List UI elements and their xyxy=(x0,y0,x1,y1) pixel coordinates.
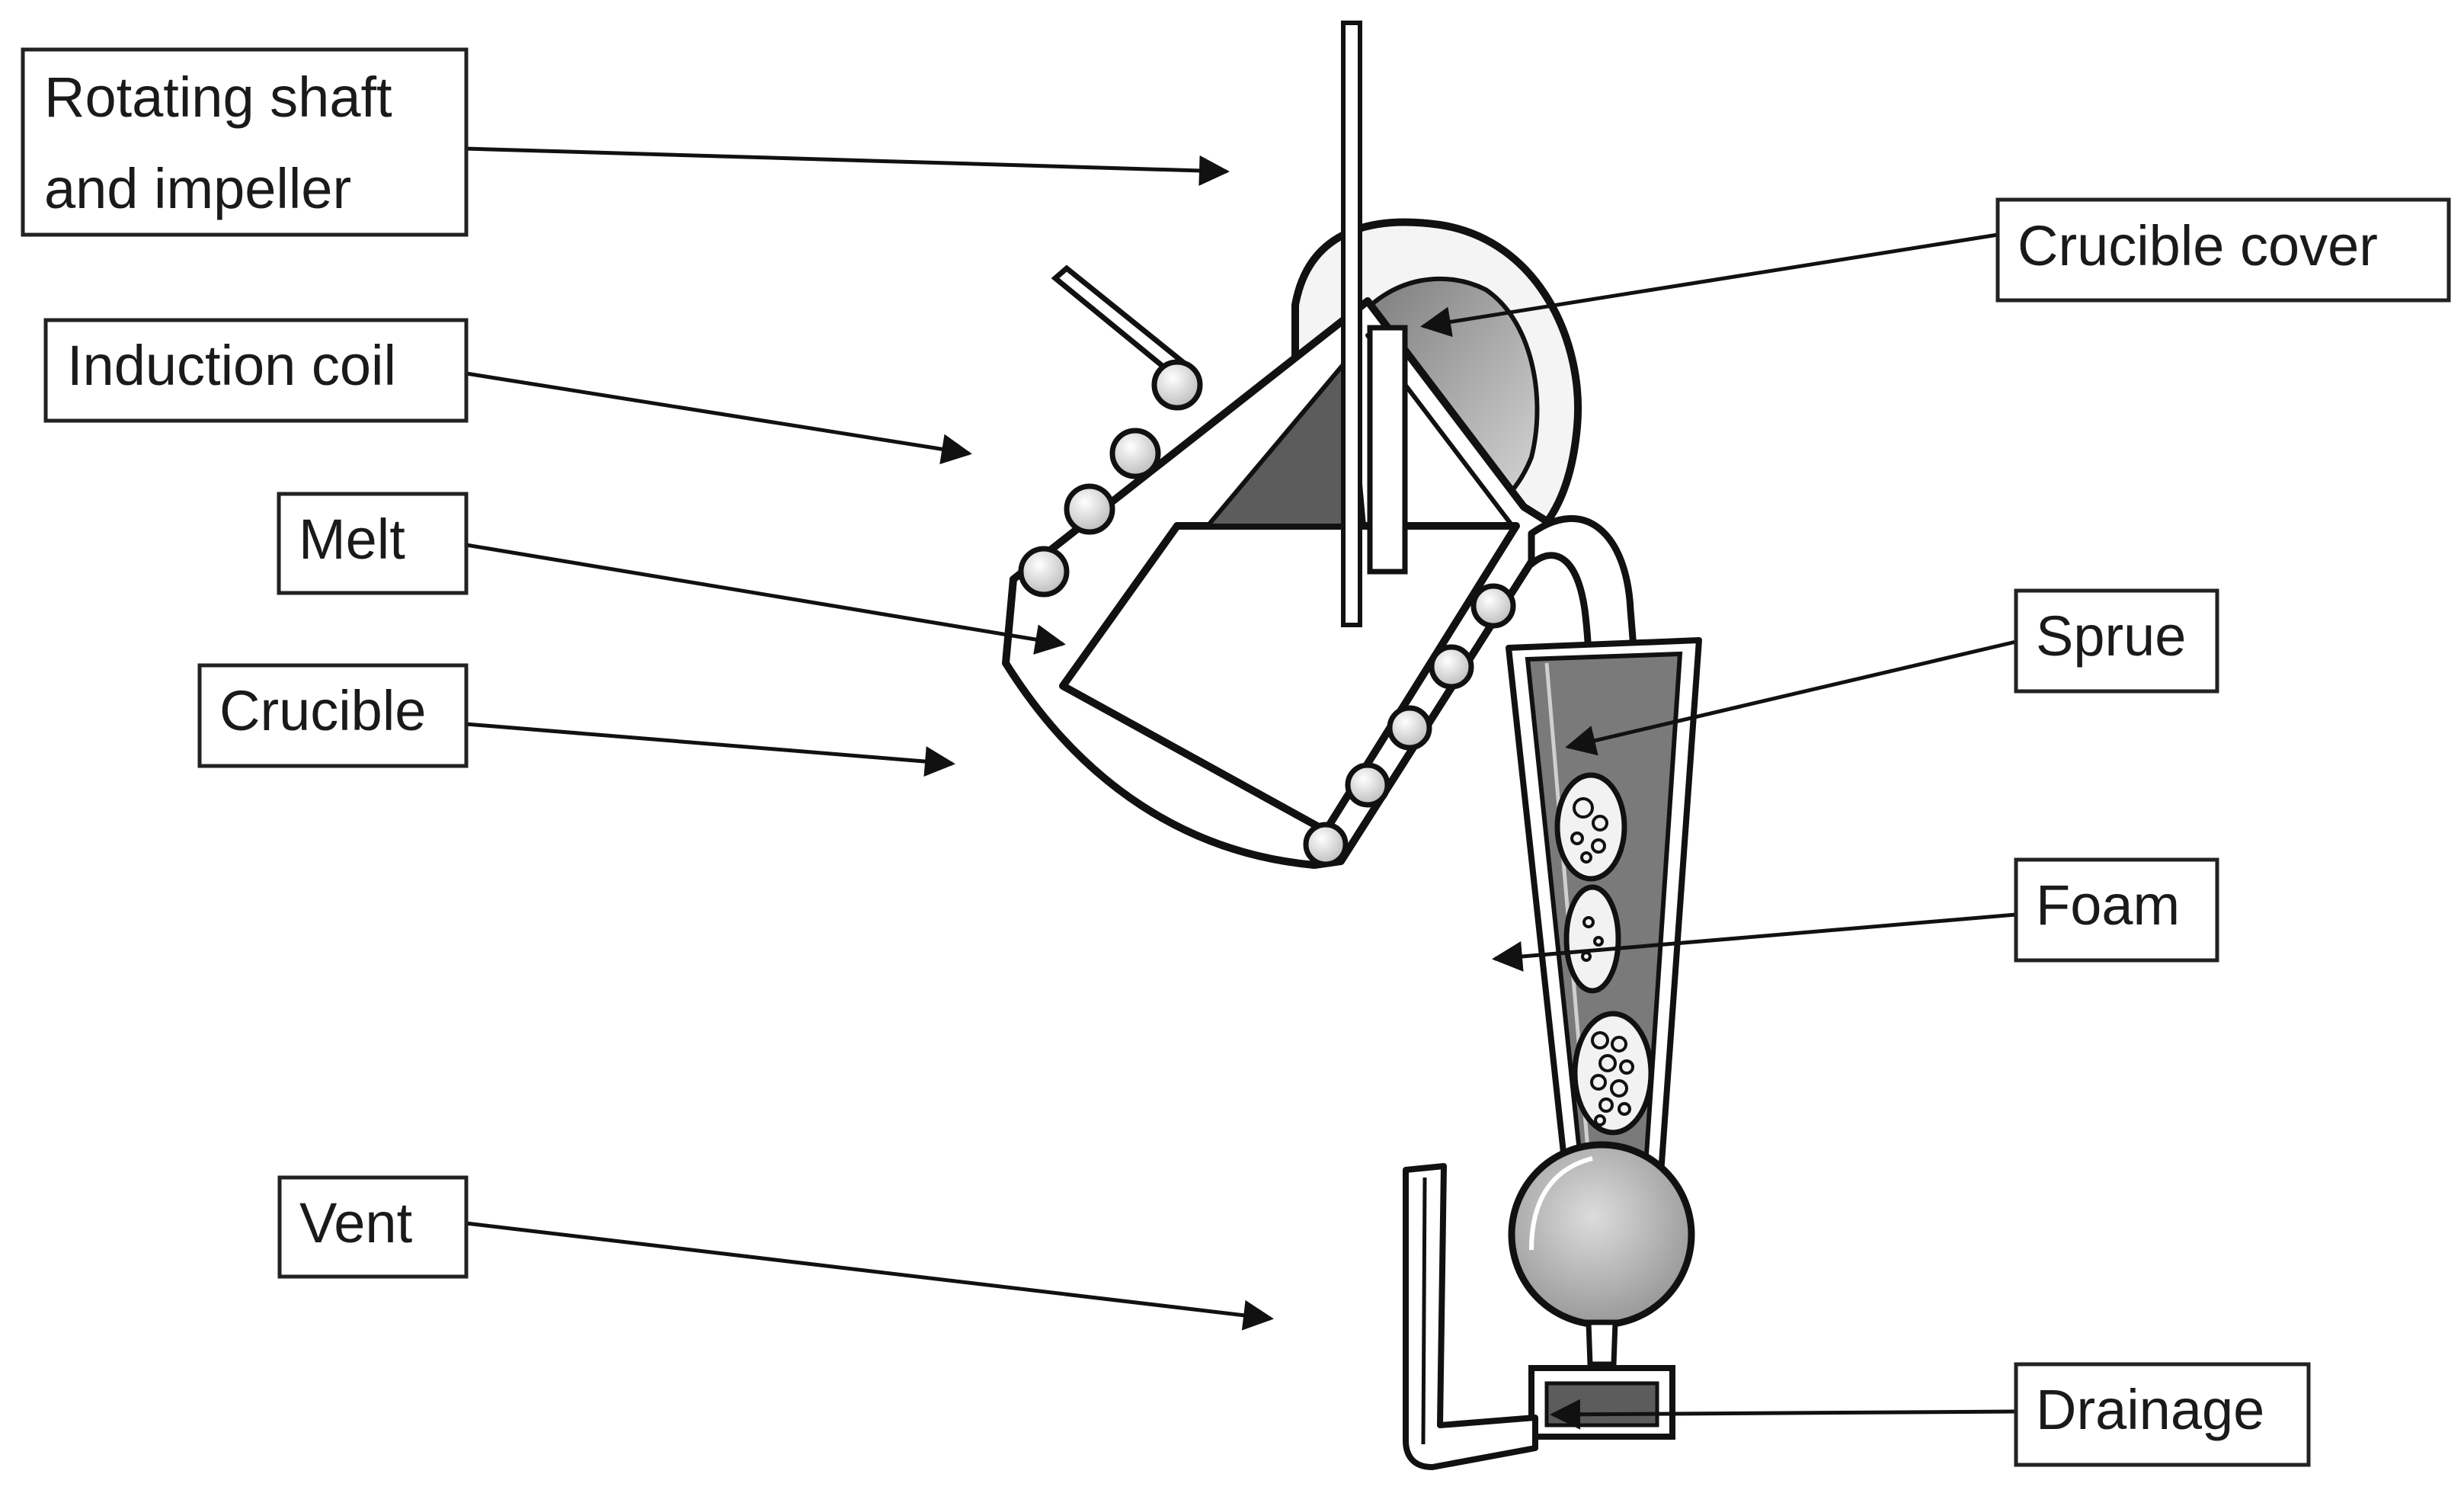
label-drainage: Drainage xyxy=(2014,1362,2311,1467)
leader-crucible xyxy=(466,722,955,777)
label-sprue-text: Sprue xyxy=(2036,604,2186,668)
foam-mould-illustration xyxy=(1506,637,1702,1177)
leader-vent xyxy=(466,1221,1274,1331)
rotating-shaft-illustration xyxy=(1341,21,1408,627)
label-sprue: Sprue xyxy=(2014,588,2219,694)
label-induction-coil: Induction coil xyxy=(43,318,469,423)
label-rotating-shaft: Rotating shaft and impeller xyxy=(21,47,469,237)
label-induction-coil-text: Induction coil xyxy=(67,334,396,397)
label-melt: Melt xyxy=(277,492,469,595)
label-foam: Foam xyxy=(2014,857,2219,963)
label-vent: Vent xyxy=(277,1175,469,1279)
vent-illustration xyxy=(1403,1163,1538,1470)
label-vent-text: Vent xyxy=(299,1191,413,1254)
label-drainage-text: Drainage xyxy=(2036,1378,2264,1441)
label-rotating-shaft-line1: Rotating shaft xyxy=(44,66,392,129)
leader-drainage xyxy=(1550,1399,2017,1430)
leader-crucible-cover xyxy=(1420,232,1998,338)
leader-melt xyxy=(466,543,1066,655)
label-foam-text: Foam xyxy=(2036,873,2180,937)
leader-foam xyxy=(1492,912,2017,972)
leader-rotating-shaft xyxy=(466,146,1230,186)
induction-coil-illustration xyxy=(1018,359,1516,867)
label-crucible: Crucible xyxy=(197,663,469,768)
leader-induction-coil xyxy=(466,371,972,465)
label-crucible-text: Crucible xyxy=(219,679,426,742)
drainage-illustration xyxy=(1528,1365,1675,1440)
labels: Rotating shaft and impeller Induction co… xyxy=(21,47,2451,1467)
label-crucible-cover-text: Crucible cover xyxy=(2018,214,2378,277)
leader-lines xyxy=(466,146,2017,1430)
chamber-illustration xyxy=(1508,1141,1695,1367)
leader-sprue xyxy=(1565,639,2017,756)
label-rotating-shaft-line2: and impeller xyxy=(44,157,351,220)
apparatus-illustration xyxy=(1002,21,1702,1470)
label-crucible-cover: Crucible cover xyxy=(1995,197,2451,303)
label-melt-text: Melt xyxy=(299,508,405,571)
